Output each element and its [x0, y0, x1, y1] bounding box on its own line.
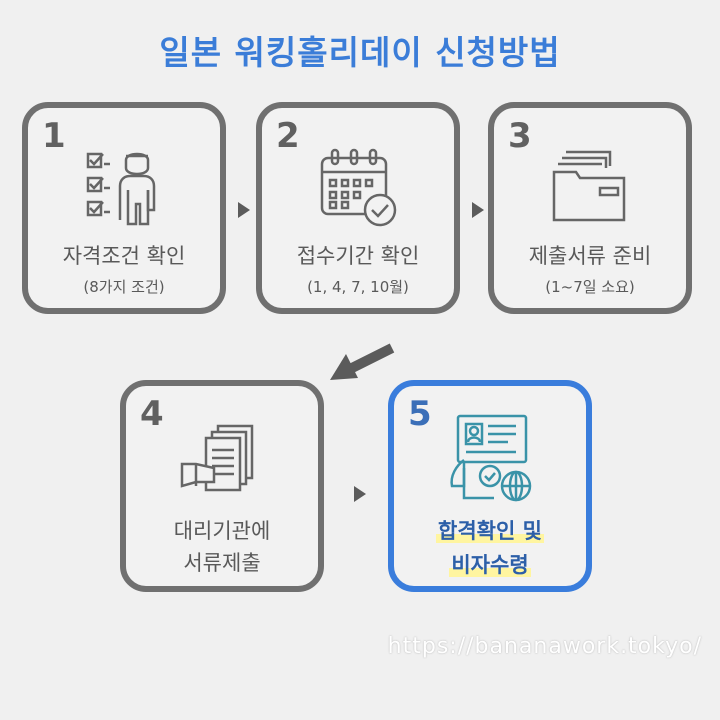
arrow-right-icon [472, 202, 484, 218]
step-card-2: 2 접수기간 확인 (1, 4, 7, 10월) [256, 102, 460, 314]
step-sublabel: (1, 4, 7, 10월) [307, 278, 409, 296]
step-label-line-1: 합격확인 및 [394, 514, 586, 548]
step-card-1: 1 자격조건 확인 (8가지 조건) [22, 102, 226, 314]
step-card-3: 3 제출서류 준비 (1~7일 소요) [488, 102, 692, 314]
step-label-line-1: 대리기관에 [173, 519, 271, 543]
hand-documents-icon [180, 420, 264, 508]
folder-documents-icon [548, 144, 632, 232]
highlighted-label: 합격확인 및 [436, 519, 544, 543]
step-sublabel: (1~7일 소요) [545, 278, 635, 296]
step-number: 1 [42, 116, 66, 156]
step-number: 4 [140, 394, 164, 434]
highlighted-label: 비자수령 [449, 553, 531, 577]
step-number: 2 [276, 116, 300, 156]
step-number: 3 [508, 116, 532, 156]
footer-url: https://bananawork.tokyo/ [387, 634, 702, 659]
arrow-right-icon [354, 486, 366, 502]
arrow-right-icon [238, 202, 250, 218]
step-number: 5 [408, 394, 432, 434]
step-label: 자격조건 확인 [62, 244, 186, 268]
step-card-5: 5 합격확인 및 비자수령 [388, 380, 592, 592]
page-title: 일본 워킹홀리데이 신청방법 [159, 33, 561, 72]
step-label: 제출서류 준비 [528, 244, 652, 268]
step-sublabel: (8가지 조건) [83, 278, 165, 296]
checklist-person-icon [84, 144, 164, 232]
step-card-4: 4 대리기관에 서류제출 [120, 380, 324, 592]
calendar-check-icon [316, 144, 400, 232]
step-label-line-2: 비자수령 [394, 548, 586, 582]
visa-passport-globe-icon [444, 412, 536, 508]
step-label: 접수기간 확인 [296, 244, 420, 268]
step-label-line-2: 서류제출 [183, 551, 261, 575]
arrow-down-left-icon [330, 343, 395, 380]
